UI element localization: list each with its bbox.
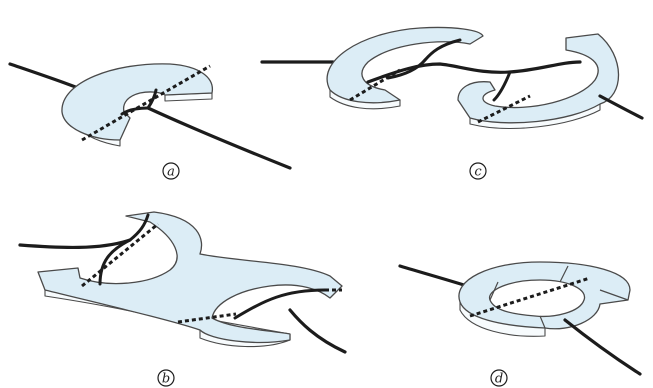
panel-a-wire-branch-2 (148, 90, 156, 108)
panel-b-wire-right-branch (290, 310, 345, 352)
panel-b-label: b (158, 370, 174, 387)
panel-c-wire-branch-right (494, 72, 510, 100)
panel-b-ribbon (38, 212, 342, 342)
panel-b-dashed-line-left (82, 224, 158, 286)
panel-d-ring (459, 262, 630, 329)
panel-c-wire-right (600, 96, 642, 118)
panel-a-label-text: a (167, 165, 175, 180)
panel-d-wire-right (565, 320, 640, 374)
panel-a: a (10, 64, 290, 180)
panel-d-label: d (491, 370, 507, 387)
panel-a-wire-right (148, 108, 290, 168)
panel-a-ribbon (62, 64, 212, 140)
panel-b-wire-left (20, 240, 130, 247)
panel-b: b (20, 212, 345, 387)
panel-c-label: c (470, 163, 486, 180)
panel-c: c (262, 27, 642, 179)
panel-c-wire-main (368, 62, 580, 82)
panel-a-label: a (163, 163, 179, 180)
panel-d-label-text: d (495, 372, 503, 387)
panel-d: d (400, 262, 640, 387)
panel-c-wire-branch-top (425, 40, 460, 60)
panel-c-label-text: c (474, 165, 482, 180)
panel-b-label-text: b (162, 372, 170, 387)
panel-b-wire-right-inner (235, 290, 325, 318)
